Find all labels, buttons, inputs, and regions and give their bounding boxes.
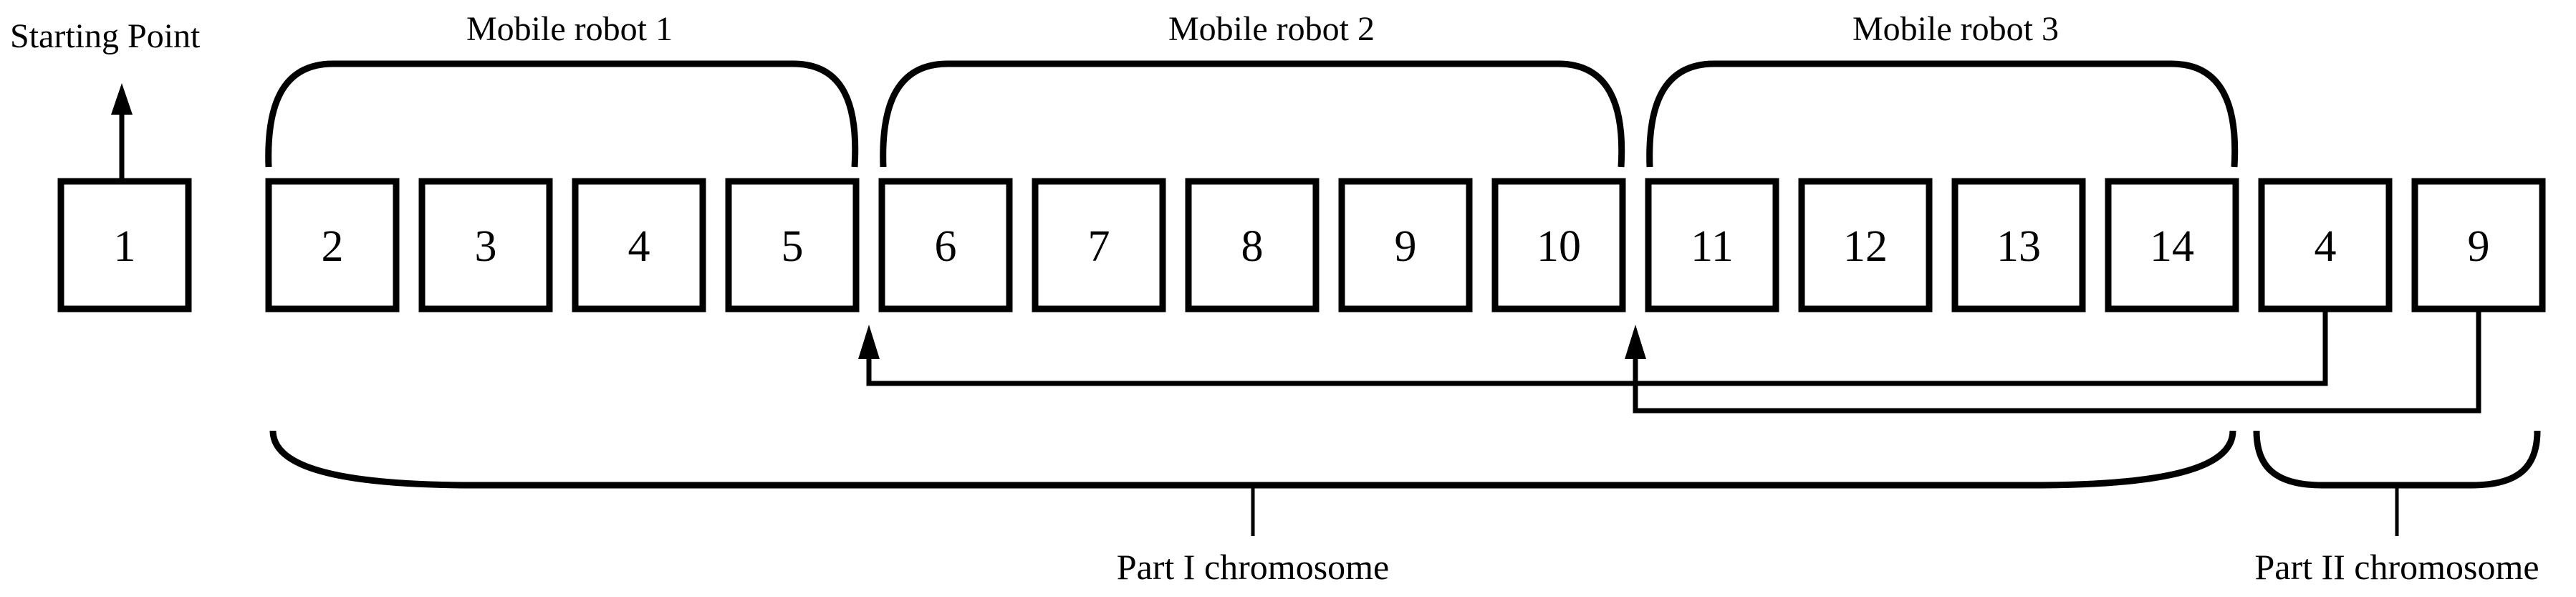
- gene-box-rect: [1491, 178, 1626, 312]
- gene-box-rect: [265, 178, 400, 312]
- starting-point-annotation: Starting Point: [10, 17, 201, 181]
- breakpoint-connectors: [858, 309, 2481, 414]
- gene-value: 6: [935, 222, 957, 271]
- gene-value: 3: [475, 222, 497, 271]
- mobile-robot-3-brace: [1646, 60, 2239, 168]
- part-captions: Part I chromosome Part II chromosome: [269, 430, 2541, 587]
- gene-box-rect: [2258, 178, 2393, 312]
- gene-box-task-4: 4: [572, 178, 706, 312]
- breakpoint-2-connector-line: [1633, 309, 2481, 414]
- gene-value: 5: [782, 222, 804, 271]
- gene-value: 12: [1843, 222, 1888, 271]
- gene-box-rect: [1645, 178, 1779, 312]
- mobile-robot-1-brace: [265, 60, 859, 168]
- gene-box-breakpoint-1: 4: [2258, 178, 2393, 312]
- gene-box-task-13: 13: [1951, 178, 2086, 312]
- gene-value: 8: [1241, 222, 1264, 271]
- gene-box-rect: [1185, 178, 1320, 312]
- gene-value: 7: [1088, 222, 1110, 271]
- mobile-robot-3-label: Mobile robot 3: [1852, 10, 2059, 48]
- gene-box-task-5: 5: [725, 178, 860, 312]
- gene-boxes: 1 2 3 4 5 6 7 8: [57, 178, 2546, 312]
- gene-value: 10: [1537, 222, 1581, 271]
- mobile-robot-1-label: Mobile robot 1: [466, 10, 673, 48]
- gene-value: 4: [628, 222, 650, 271]
- robot-group-braces: Mobile robot 1 Mobile robot 2 Mobile rob…: [265, 10, 2239, 168]
- gene-box-rect: [418, 178, 553, 312]
- breakpoint-1-connector-line: [866, 309, 2328, 386]
- gene-value: 9: [2468, 222, 2490, 271]
- gene-box-task-14: 14: [2105, 178, 2239, 312]
- gene-value: 13: [1996, 222, 2041, 271]
- mobile-robot-2-brace: [880, 60, 1625, 168]
- gene-box-task-11: 11: [1645, 178, 1779, 312]
- gene-box-rect: [1798, 178, 1933, 312]
- gene-value: 14: [2150, 222, 2194, 271]
- gene-value: 4: [2315, 222, 2337, 271]
- gene-box-breakpoint-2: 9: [2411, 178, 2546, 312]
- gene-box-task-6: 6: [878, 178, 1013, 312]
- gene-value: 2: [322, 222, 344, 271]
- arrow-up-icon: [858, 325, 880, 359]
- arrow-up-icon: [111, 83, 133, 115]
- gene-box-task-3: 3: [418, 178, 553, 312]
- gene-box-task-7: 7: [1032, 178, 1166, 312]
- gene-box-rect: [2411, 178, 2546, 312]
- starting-point-label: Starting Point: [10, 17, 201, 55]
- gene-value: 1: [114, 222, 136, 271]
- gene-box-task-8: 8: [1185, 178, 1320, 312]
- gene-box-rect: [572, 178, 706, 312]
- gene-box-rect: [1338, 178, 1473, 312]
- gene-box-rect: [725, 178, 860, 312]
- gene-box-rect: [878, 178, 1013, 312]
- gene-value: 9: [1395, 222, 1417, 271]
- gene-value: 11: [1691, 222, 1734, 271]
- gene-box-rect: [57, 178, 192, 312]
- part2-caption: Part II chromosome: [2254, 547, 2539, 587]
- gene-box-rect: [2105, 178, 2239, 312]
- part1-caption: Part I chromosome: [1117, 547, 1389, 587]
- gene-box-start: 1: [57, 178, 192, 312]
- gene-box-task-2: 2: [265, 178, 400, 312]
- gene-box-rect: [1032, 178, 1166, 312]
- gene-box-rect: [1951, 178, 2086, 312]
- gene-box-task-10: 10: [1491, 178, 1626, 312]
- gene-box-task-9: 9: [1338, 178, 1473, 312]
- mobile-robot-2-label: Mobile robot 2: [1168, 10, 1375, 48]
- gene-box-task-12: 12: [1798, 178, 1933, 312]
- arrow-up-icon: [1625, 325, 1646, 359]
